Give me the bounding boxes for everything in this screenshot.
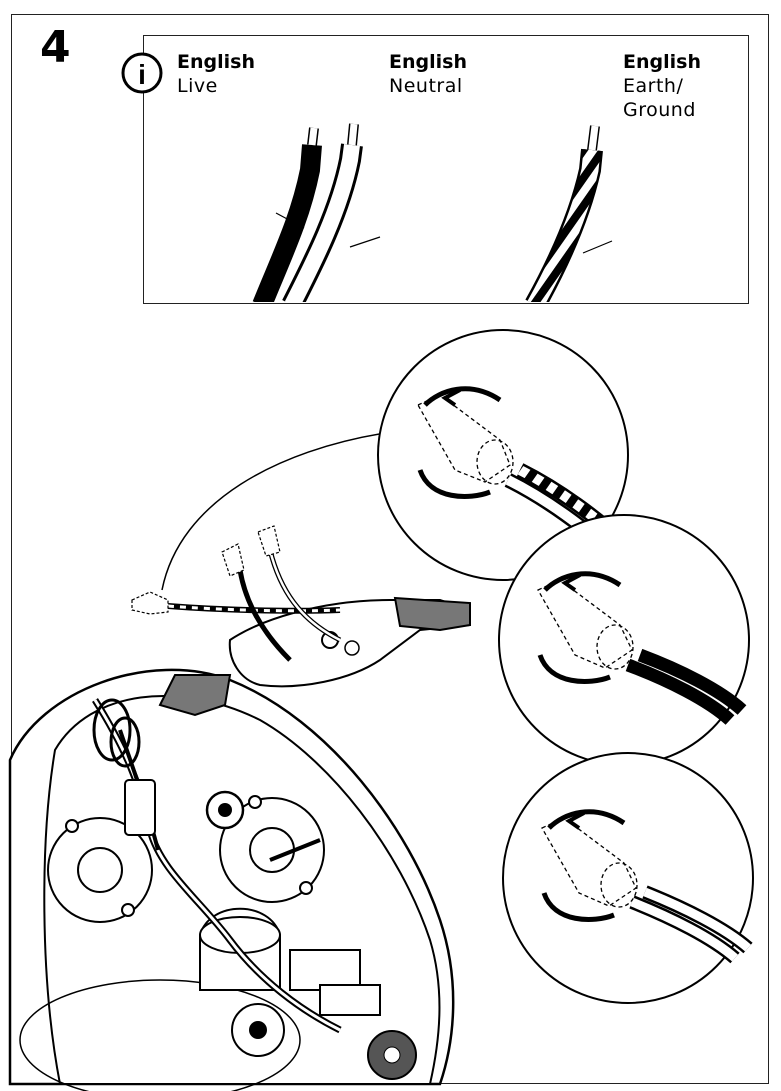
junction-box — [131, 525, 471, 688]
earth-wire — [525, 125, 613, 302]
legend-earth: English Earth/ Ground — [623, 50, 703, 122]
wire-legend-panel — [143, 35, 749, 304]
live-wire — [252, 127, 322, 302]
step-number: 4 — [40, 22, 71, 73]
info-icon: i — [121, 52, 163, 94]
detail-circle-neutral — [502, 752, 754, 1004]
legend-earth-language: English — [623, 51, 701, 73]
detail-circle-earth — [377, 329, 629, 581]
legend-live: English Live — [177, 50, 255, 98]
svg-text:i: i — [138, 59, 146, 90]
legend-live-label: Live — [177, 75, 218, 97]
lamp-base — [8, 668, 455, 1091]
legend-neutral-label: Neutral — [389, 75, 463, 97]
legend-earth-label: Earth/ Ground — [623, 75, 696, 121]
neutral-wire — [282, 123, 381, 302]
detail-circle-live — [498, 514, 750, 766]
legend-neutral: English Neutral — [389, 50, 467, 98]
legend-neutral-language: English — [389, 51, 467, 73]
legend-live-language: English — [177, 51, 255, 73]
